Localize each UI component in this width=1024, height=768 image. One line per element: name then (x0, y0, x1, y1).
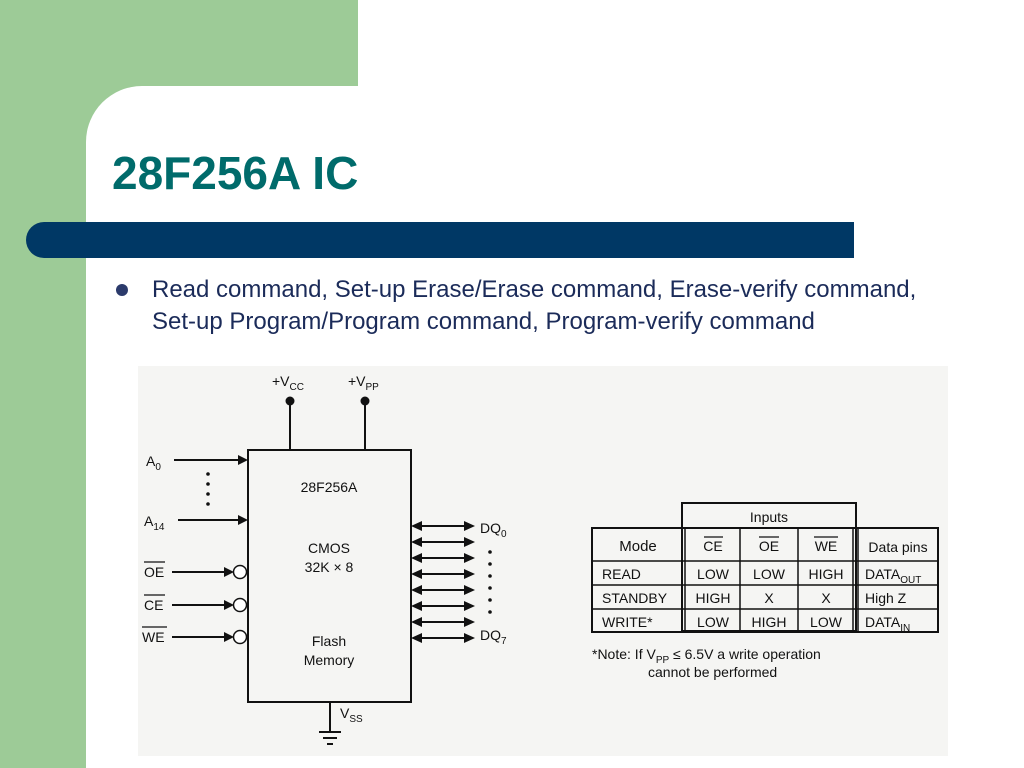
slide-title: 28F256A IC (112, 147, 359, 199)
mode-table (591, 502, 939, 633)
inputs-header: Inputs (750, 509, 788, 525)
svg-text:DATAOUT: DATAOUT (865, 566, 921, 586)
ce-arrow-icon (224, 600, 234, 610)
data-pins-header: Data pins (868, 539, 927, 555)
svg-text:LOW: LOW (753, 566, 786, 582)
table-row: STANDBY HIGH X X High Z (602, 590, 907, 606)
svg-text:HIGH: HIGH (696, 590, 731, 606)
we-pin-label: WE (142, 629, 165, 645)
textbook-scan-image: +VCC +VPP 28F256A CMOS 32K × 8 Flash Mem… (138, 366, 948, 756)
chip-type-line1: Flash (312, 633, 346, 649)
bidirectional-arrow-icon (464, 617, 475, 627)
svg-text:X: X (764, 590, 774, 606)
vpp-label: +VPP (348, 373, 379, 393)
bidirectional-arrow-icon (464, 633, 475, 643)
a0-arrow-icon (238, 455, 248, 465)
bidirectional-arrow-icon (464, 521, 475, 531)
dq0-label: DQ0 (480, 520, 507, 540)
table-note-line1: *Note: If VPP ≤ 6.5V a write operation (592, 646, 821, 666)
svg-text:DATAIN: DATAIN (865, 614, 910, 634)
chip-diagram-figure: +VCC +VPP 28F256A CMOS 32K × 8 Flash Mem… (142, 373, 939, 745)
svg-text:X: X (821, 590, 831, 606)
vcc-label: +VCC (272, 373, 304, 393)
bidirectional-arrow-icon (464, 553, 475, 563)
we-header: WE (815, 538, 838, 554)
vss-label: VSS (340, 705, 363, 725)
table-note-line2: cannot be performed (648, 664, 777, 680)
we-inversion-bubble (232, 629, 248, 645)
a0-label: A0 (146, 453, 161, 473)
table-row: READ LOW LOW HIGH DATAOUT (602, 566, 921, 586)
chip-tech-line2: 32K × 8 (305, 559, 354, 575)
bidirectional-arrow-icon (411, 585, 422, 595)
table-row: WRITE* LOW HIGH LOW DATAIN (602, 614, 910, 634)
bidirectional-arrow-icon (411, 633, 422, 643)
bullet-icon (116, 284, 128, 296)
svg-text:LOW: LOW (810, 614, 843, 630)
a14-label: A14 (144, 513, 165, 533)
bidirectional-arrow-icon (411, 553, 422, 563)
oe-arrow-icon (224, 567, 234, 577)
bidirectional-arrow-icon (411, 601, 422, 611)
svg-text:High Z: High Z (865, 590, 907, 606)
ce-pin-label: CE (144, 597, 163, 613)
bidirectional-arrow-icon (411, 537, 422, 547)
we-arrow-icon (224, 632, 234, 642)
svg-text:LOW: LOW (697, 614, 730, 630)
oe-inversion-bubble (232, 564, 248, 580)
bidirectional-arrow-icon (464, 601, 475, 611)
a14-arrow-icon (238, 515, 248, 525)
oe-pin-label: OE (144, 564, 164, 580)
ce-header: CE (703, 538, 722, 554)
bidirectional-arrow-icon (411, 521, 422, 531)
bullet-text: Read command, Set-up Erase/Erase command… (152, 276, 917, 335)
oe-header: OE (759, 538, 779, 554)
svg-text:WRITE*: WRITE* (602, 614, 653, 630)
bidirectional-arrow-icon (464, 537, 475, 547)
title-underline-bar (26, 222, 854, 258)
bidirectional-arrow-icon (464, 569, 475, 579)
svg-text:HIGH: HIGH (809, 566, 844, 582)
dq7-label: DQ7 (480, 627, 507, 647)
bidirectional-arrow-icon (464, 585, 475, 595)
chip-type-line2: Memory (304, 652, 355, 668)
chip-symbol: +VCC +VPP 28F256A CMOS 32K × 8 Flash Mem… (142, 373, 507, 745)
svg-text:READ: READ (602, 566, 641, 582)
bidirectional-arrow-icon (411, 569, 422, 579)
svg-text:STANDBY: STANDBY (602, 590, 668, 606)
ce-inversion-bubble (232, 597, 248, 613)
chip-tech-line1: CMOS (308, 540, 350, 556)
bidirectional-arrow-icon (411, 617, 422, 627)
svg-text:HIGH: HIGH (752, 614, 787, 630)
mode-header: Mode (619, 538, 657, 555)
svg-text:LOW: LOW (697, 566, 730, 582)
data-bus-arrows (411, 521, 475, 643)
chip-name: 28F256A (301, 479, 358, 495)
